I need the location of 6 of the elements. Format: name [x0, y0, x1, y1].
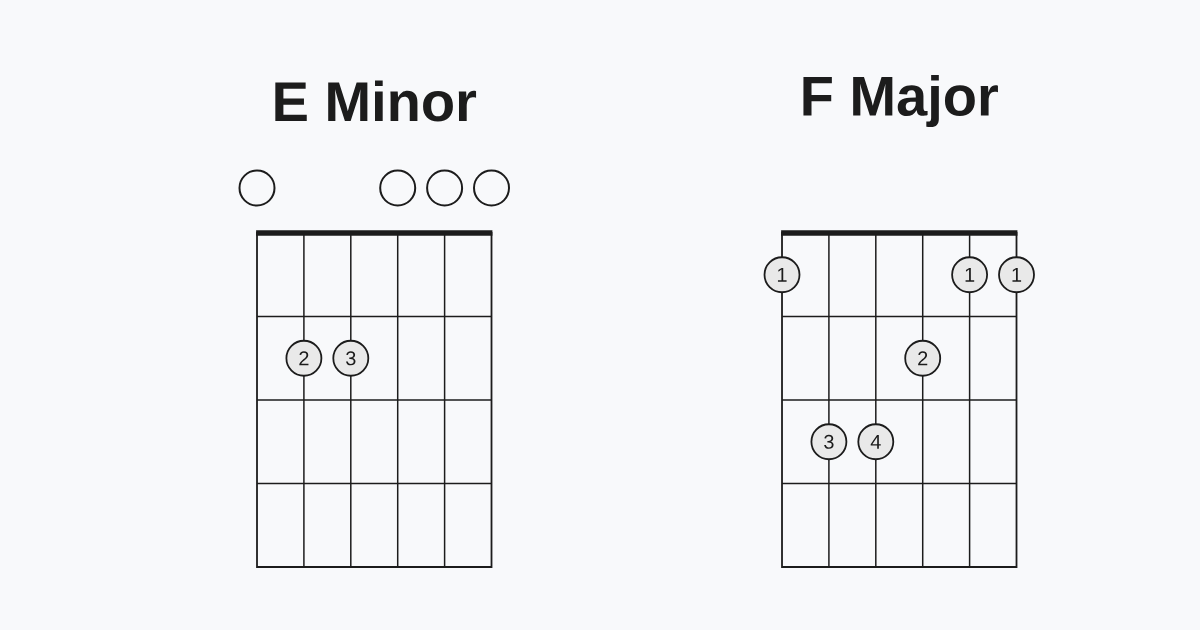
- open-string-circle: [379, 169, 417, 207]
- chord-title: E Minor: [275, 80, 477, 122]
- chord-title: F Major: [803, 74, 998, 128]
- open-string-circle: [473, 169, 510, 207]
- open-string-circle: [426, 169, 464, 207]
- open-string-circle: [238, 169, 276, 207]
